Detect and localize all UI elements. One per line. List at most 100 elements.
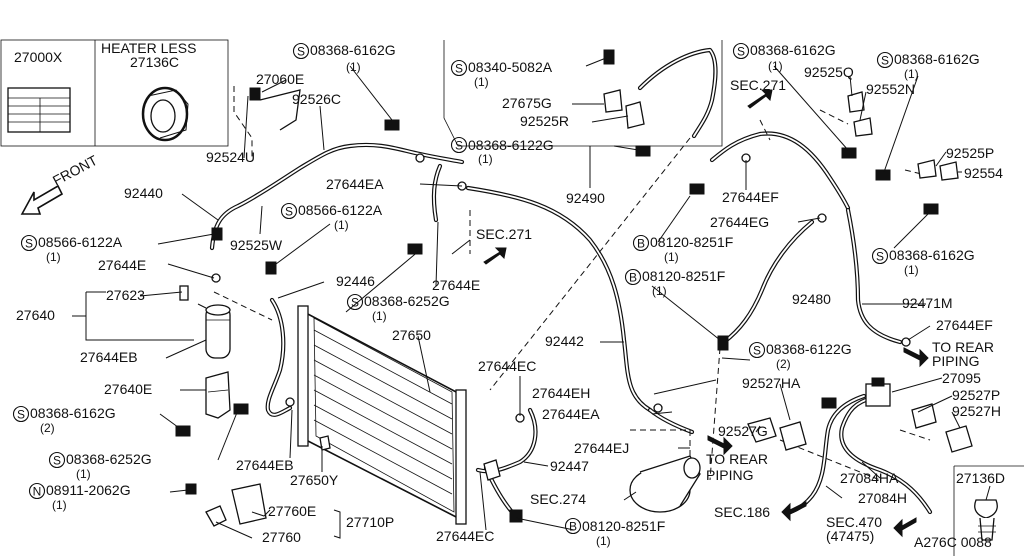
part-label: 27136C [130, 54, 179, 70]
part-label: 92471M [902, 295, 953, 311]
part-label: 08368-6162G [310, 42, 396, 58]
part-label: 92527HA [742, 375, 801, 391]
symbol-s-5: S [876, 51, 894, 69]
part-label: 92554 [964, 165, 1003, 181]
part-label: (1) [46, 250, 61, 264]
part-label: FRONT [50, 152, 100, 189]
part-label: (1) [478, 152, 493, 166]
part-label: 27060E [256, 71, 304, 87]
svg-text:S: S [737, 45, 745, 59]
part-label: 27644EF [722, 189, 779, 205]
leader-lines [72, 57, 991, 539]
part-label: (1) [596, 534, 611, 548]
part-label: 08120-8251F [650, 234, 733, 250]
inset-frames [0, 39, 1024, 556]
ac-pipes [209, 47, 933, 515]
svg-text:B: B [569, 520, 577, 534]
part-label: 08566-6122A [38, 234, 123, 250]
part-label: (1) [474, 75, 489, 89]
symbol-b-1: B [632, 234, 650, 252]
svg-text:B: B [637, 237, 645, 251]
part-label: 92524U [206, 149, 255, 165]
svg-text:S: S [753, 344, 761, 358]
part-label: TO REAR [932, 339, 994, 355]
symbol-s-2: S [450, 59, 468, 77]
part-label: (1) [372, 309, 387, 323]
part-label: (2) [40, 421, 55, 435]
part-label: (1) [768, 59, 783, 73]
bracket-27640e [205, 371, 231, 419]
svg-text:B: B [629, 271, 637, 285]
part-label: HEATER LESS [101, 40, 196, 56]
part-label: (1) [664, 250, 679, 264]
symbol-s-12: S [48, 451, 66, 469]
part-label: (1) [346, 60, 361, 74]
symbol-s-8: S [871, 247, 889, 265]
clip-27136d [974, 499, 998, 541]
part-label: 27644EH [532, 385, 590, 401]
symbol-s-4: S [732, 42, 750, 60]
symbol-s-9: S [346, 293, 364, 311]
symbol-s-1: S [292, 42, 310, 60]
part-label: 92526C [292, 91, 341, 107]
part-label: 27644EA [326, 176, 384, 192]
part-label: 92480 [792, 291, 831, 307]
part-label: SEC.274 [530, 491, 586, 507]
part-label: 27644EB [236, 457, 294, 473]
part-label: TO REAR [706, 451, 768, 467]
part-label: 92442 [545, 333, 584, 349]
receiver-drier-27640 [205, 304, 231, 359]
part-label: 92490 [566, 190, 605, 206]
part-label: 08368-6122G [766, 341, 852, 357]
part-label: PIPING [706, 467, 753, 483]
circled-symbols: S S S S S S S S S S S S B B B N [12, 42, 894, 535]
condenser-27650 [297, 305, 467, 525]
part-label: SEC.470 [826, 514, 882, 530]
part-label: (1) [76, 467, 91, 481]
svg-text:S: S [17, 408, 25, 422]
part-label: 27084H [858, 490, 907, 506]
symbol-n-1: N [28, 482, 46, 500]
svg-text:S: S [455, 62, 463, 76]
label-plate-27000x [7, 87, 71, 133]
part-label: 08566-6122A [298, 202, 383, 218]
part-label: 27644EC [478, 358, 536, 374]
part-label: 27000X [14, 49, 63, 65]
part-label: 92527G [718, 423, 768, 439]
svg-text:S: S [876, 250, 884, 264]
part-label: 08368-6162G [750, 42, 836, 58]
expansion-valve-27095 [865, 377, 891, 407]
svg-text:S: S [881, 54, 889, 68]
part-label: 08120-8251F [582, 518, 665, 534]
part-label: 27640E [104, 381, 152, 397]
svg-text:S: S [285, 205, 293, 219]
part-label: 27644E [432, 277, 480, 293]
part-label: 27644EG [710, 214, 769, 230]
part-label: 92447 [550, 458, 589, 474]
part-label: 27623 [106, 287, 145, 303]
part-label: (2) [776, 357, 791, 371]
symbol-s-11: S [12, 405, 30, 423]
svg-text:S: S [53, 454, 61, 468]
part-label: 27650Y [290, 472, 339, 488]
part-label: SEC.271 [476, 226, 532, 242]
part-label: 27644EA [542, 406, 600, 422]
symbol-b-2: B [624, 268, 642, 286]
symbol-s-7: S [20, 234, 38, 252]
compressor-sec274 [629, 455, 701, 513]
part-label: 92525P [946, 145, 994, 161]
symbol-s-10: S [748, 341, 766, 359]
part-label: (1) [904, 67, 919, 81]
part-label: 08368-6162G [30, 405, 116, 421]
part-label: 27760 [262, 529, 301, 545]
part-label: 27760E [268, 503, 316, 519]
part-label: 08368-6162G [894, 51, 980, 67]
part-label: 27644EF [936, 317, 993, 333]
part-label: 27084HA [840, 470, 899, 486]
part-label: 92525Q [804, 64, 854, 80]
part-label: 92552N [866, 81, 915, 97]
part-label: (1) [652, 284, 667, 298]
part-label: SEC.271 [730, 77, 786, 93]
part-label: 27095 [942, 370, 981, 386]
